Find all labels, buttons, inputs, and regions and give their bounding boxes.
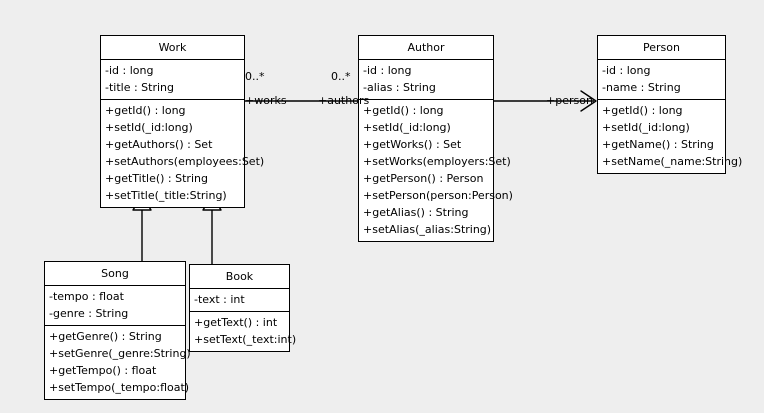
operation-row: +getTitle() : String: [105, 172, 208, 185]
operation-row: +setTitle(_title:String): [105, 189, 227, 202]
operations-compartment-book: +getText() : int +setText(_text:int): [190, 312, 297, 351]
attribute-row: -name : String: [602, 81, 681, 94]
operation-row: +getAuthors() : Set: [105, 138, 213, 151]
attributes-compartment-song: -tempo : float -genre : String: [45, 286, 185, 325]
operation-row: +getGenre() : String: [49, 330, 162, 343]
class-separator: [45, 325, 185, 326]
operation-row: +setName(_name:String): [602, 155, 743, 168]
attributes-compartment-book: -text : int: [190, 289, 289, 311]
operation-row: +getWorks() : Set: [363, 138, 462, 151]
class-separator: [101, 99, 244, 100]
attribute-row: -id : long: [105, 64, 154, 77]
operation-row: +setTempo(_tempo:float): [49, 381, 190, 394]
operation-row: +getName() : String: [602, 138, 714, 151]
operation-row: +setAuthors(employees:Set): [105, 155, 265, 168]
class-name-person: Person: [643, 41, 680, 54]
operations-compartment-work: +getId() : long +setId(_id:long) +getAut…: [101, 100, 265, 207]
operation-row: +setAlias(_alias:String): [363, 223, 492, 236]
attribute-row: -text : int: [194, 293, 245, 306]
operation-row: +getId() : long: [105, 104, 186, 117]
operation-row: +getId() : long: [602, 104, 683, 117]
operation-row: +getAlias() : String: [363, 206, 469, 219]
class-box-book[interactable]: Book -text : int +getText() : int +setTe…: [189, 264, 297, 352]
operations-compartment-song: +getGenre() : String +setGenre(_genre:St…: [45, 326, 191, 399]
attributes-compartment-work: -id : long -title : String: [101, 60, 244, 99]
operation-row: +setId(_id:long): [602, 121, 690, 134]
multiplicity-work-end: 0..*: [245, 70, 265, 83]
class-separator: [190, 288, 289, 289]
attributes-compartment-person: -id : long -name : String: [598, 60, 725, 99]
operation-row: +setId(_id:long): [105, 121, 193, 134]
operation-row: +getTempo() : float: [49, 364, 157, 377]
attribute-row: -id : long: [363, 64, 412, 77]
attributes-compartment-author: -id : long -alias : String: [359, 60, 493, 99]
operation-row: +getText() : int: [194, 316, 278, 329]
class-name-work: Work: [158, 41, 187, 54]
operation-row: +setText(_text:int): [194, 333, 297, 346]
operation-row: +setGenre(_genre:String): [49, 347, 191, 360]
class-box-person[interactable]: Person -id : long -name : String +getId(…: [597, 35, 743, 174]
class-box-author[interactable]: Author -id : long -alias : String +getId…: [358, 35, 513, 242]
class-separator: [190, 311, 289, 312]
attribute-row: -tempo : float: [49, 290, 124, 303]
role-person: +person: [546, 94, 593, 107]
operation-row: +getId() : long: [363, 104, 444, 117]
operations-compartment-person: +getId() : long +setId(_id:long) +getNam…: [598, 100, 743, 173]
role-authors: +authors: [318, 94, 370, 107]
operation-row: +setId(_id:long): [363, 121, 451, 134]
operations-compartment-author: +getId() : long +setId(_id:long) +getWor…: [359, 100, 513, 241]
class-name-author: Author: [407, 41, 445, 54]
class-separator: [598, 99, 725, 100]
class-separator: [45, 285, 185, 286]
multiplicity-author-end: 0..*: [331, 70, 351, 83]
class-separator: [598, 59, 725, 60]
class-separator: [359, 59, 493, 60]
role-works: +works: [245, 94, 287, 107]
operation-row: +getPerson() : Person: [363, 172, 484, 185]
class-name-book: Book: [225, 270, 254, 283]
class-box-work[interactable]: Work -id : long -title : String +getId()…: [100, 35, 265, 208]
class-separator: [359, 99, 493, 100]
attribute-row: -alias : String: [363, 81, 436, 94]
operation-row: +setWorks(employers:Set): [363, 155, 511, 168]
class-separator: [101, 59, 244, 60]
class-box-song[interactable]: Song -tempo : float -genre : String +get…: [44, 261, 191, 400]
attribute-row: -genre : String: [49, 307, 129, 320]
attribute-row: -id : long: [602, 64, 651, 77]
attribute-row: -title : String: [105, 81, 175, 94]
operation-row: +setPerson(person:Person): [363, 189, 513, 202]
class-name-song: Song: [101, 267, 129, 280]
